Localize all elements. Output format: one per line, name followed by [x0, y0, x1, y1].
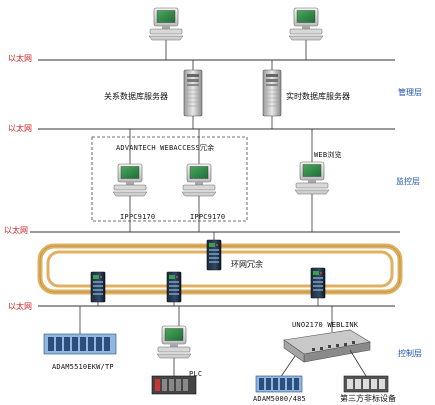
server-tower-icon	[262, 69, 282, 117]
gateway-device-icon	[283, 329, 371, 363]
io-rack-icon	[343, 375, 389, 393]
plc-icon	[151, 375, 197, 395]
network-switch-icon	[90, 271, 106, 303]
server-tower-icon	[183, 69, 203, 117]
ethernet-label-4: 以太网	[8, 302, 32, 311]
workstation-icon	[181, 163, 217, 197]
server-label-relational: 关系数据库服务器	[104, 92, 168, 101]
ring-redundancy-label: 环网冗余	[231, 260, 263, 269]
ippc-label-2: IPPC9170	[190, 213, 226, 221]
workstation-icon	[148, 7, 184, 41]
network-switch-icon	[310, 267, 326, 299]
adam5510-label: ADAM5510EKW/TP	[52, 363, 114, 371]
plc-label: PLC	[189, 370, 203, 378]
io-rack-icon	[255, 375, 303, 393]
workstation-icon	[294, 161, 330, 195]
io-rack-icon	[43, 333, 117, 355]
workstation-icon	[112, 163, 148, 197]
network-switch-icon	[206, 239, 222, 271]
layer-label-monitoring: 监控层	[396, 177, 420, 186]
layer-label-management: 管理层	[398, 88, 422, 97]
third-party-label: 第三方非标设备	[340, 394, 396, 403]
network-switch-icon	[166, 271, 182, 303]
redundancy-label: ADVANTECH WEBACCESS冗余	[116, 144, 215, 152]
workstation-icon	[156, 325, 192, 359]
adam5000-label: ADAM5000/485	[253, 395, 306, 403]
ippc-label-1: IPPC9170	[120, 213, 156, 221]
ethernet-label-3: 以太网	[4, 226, 28, 235]
uno-weblink-label: UNO2170 WEBLINK	[292, 321, 359, 329]
ethernet-label-1: 以太网	[8, 54, 32, 63]
web-browse-label: WEB浏览	[314, 151, 342, 159]
workstation-icon	[288, 7, 324, 41]
layer-label-control: 控制层	[398, 349, 422, 358]
ethernet-label-2: 以太网	[8, 124, 32, 133]
redundancy-box	[91, 136, 248, 222]
server-label-realtime: 实时数据库服务器	[286, 92, 350, 101]
